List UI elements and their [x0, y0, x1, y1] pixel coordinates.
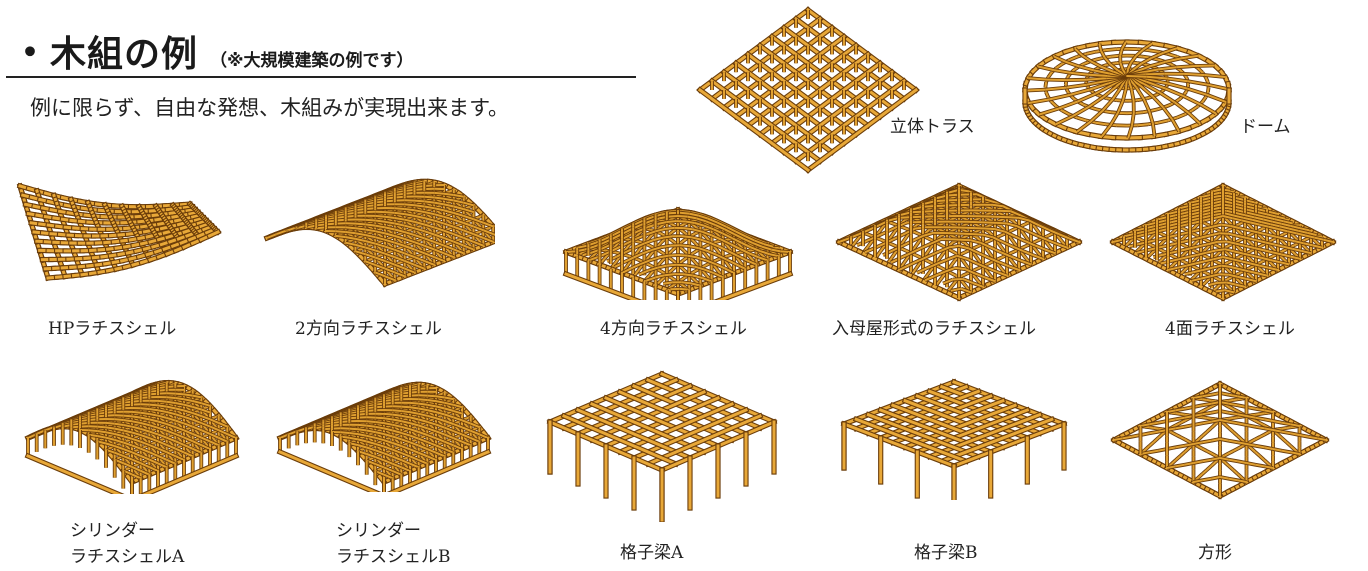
caption-cylinder-lattice-shell-b: シリンダー ラチスシェルB [336, 518, 451, 570]
hp-lattice-shell-illustration [16, 182, 222, 282]
square-pyramid-roof-illustration [1110, 380, 1330, 500]
page-title: 木組の例 [50, 34, 199, 75]
two-way-lattice-shell-illustration [263, 178, 495, 288]
space-truss-illustration [696, 6, 920, 174]
caption-hp-lattice-shell: HPラチスシェル [48, 319, 177, 339]
caption-cylinder-a-line1: シリンダー [70, 521, 155, 541]
caption-four-face-lattice-shell: 4面ラチスシェル [1165, 319, 1295, 339]
cylinder-lattice-shell-a-illustration [24, 379, 240, 494]
caption-four-way-lattice-shell: 4方向ラチスシェル [600, 319, 747, 339]
caption-space-truss: 立体トラス [890, 117, 975, 137]
caption-cylinder-lattice-shell-a: シリンダー ラチスシェルA [70, 518, 184, 570]
caption-dome: ドーム [1240, 117, 1291, 137]
page-heading: ・木組の例 （※大規模建築の例です） [10, 20, 414, 78]
caption-irimoya-lattice-shell: 入母屋形式のラチスシェル [832, 319, 1036, 339]
caption-square-pyramid-roof: 方形 [1198, 543, 1232, 563]
dome-illustration [1022, 39, 1232, 153]
grid-beam-a-illustration [546, 370, 778, 522]
caption-grid-beam-a: 格子梁A [620, 543, 684, 563]
irimoya-lattice-shell-illustration [835, 182, 1083, 302]
caption-cylinder-a-line2: ラチスシェルA [70, 547, 185, 567]
caption-two-way-lattice-shell: 2方向ラチスシェル [295, 319, 442, 339]
caption-grid-beam-b: 格子梁B [914, 543, 978, 563]
grid-beam-b-illustration [840, 378, 1068, 500]
four-face-lattice-shell-illustration [1109, 182, 1337, 302]
heading-bullet: ・ [10, 30, 50, 76]
heading-underline [6, 76, 636, 78]
title-note: （※大規模建築の例です） [210, 51, 414, 71]
cylinder-lattice-shell-b-illustration [276, 381, 492, 492]
four-way-lattice-shell-illustration [562, 206, 794, 300]
caption-cylinder-b-line2: ラチスシェルB [336, 547, 451, 567]
subtitle: 例に限らず、自由な発想、木組みが実現出来ます。 [30, 96, 510, 120]
caption-cylinder-b-line1: シリンダー [336, 521, 421, 541]
